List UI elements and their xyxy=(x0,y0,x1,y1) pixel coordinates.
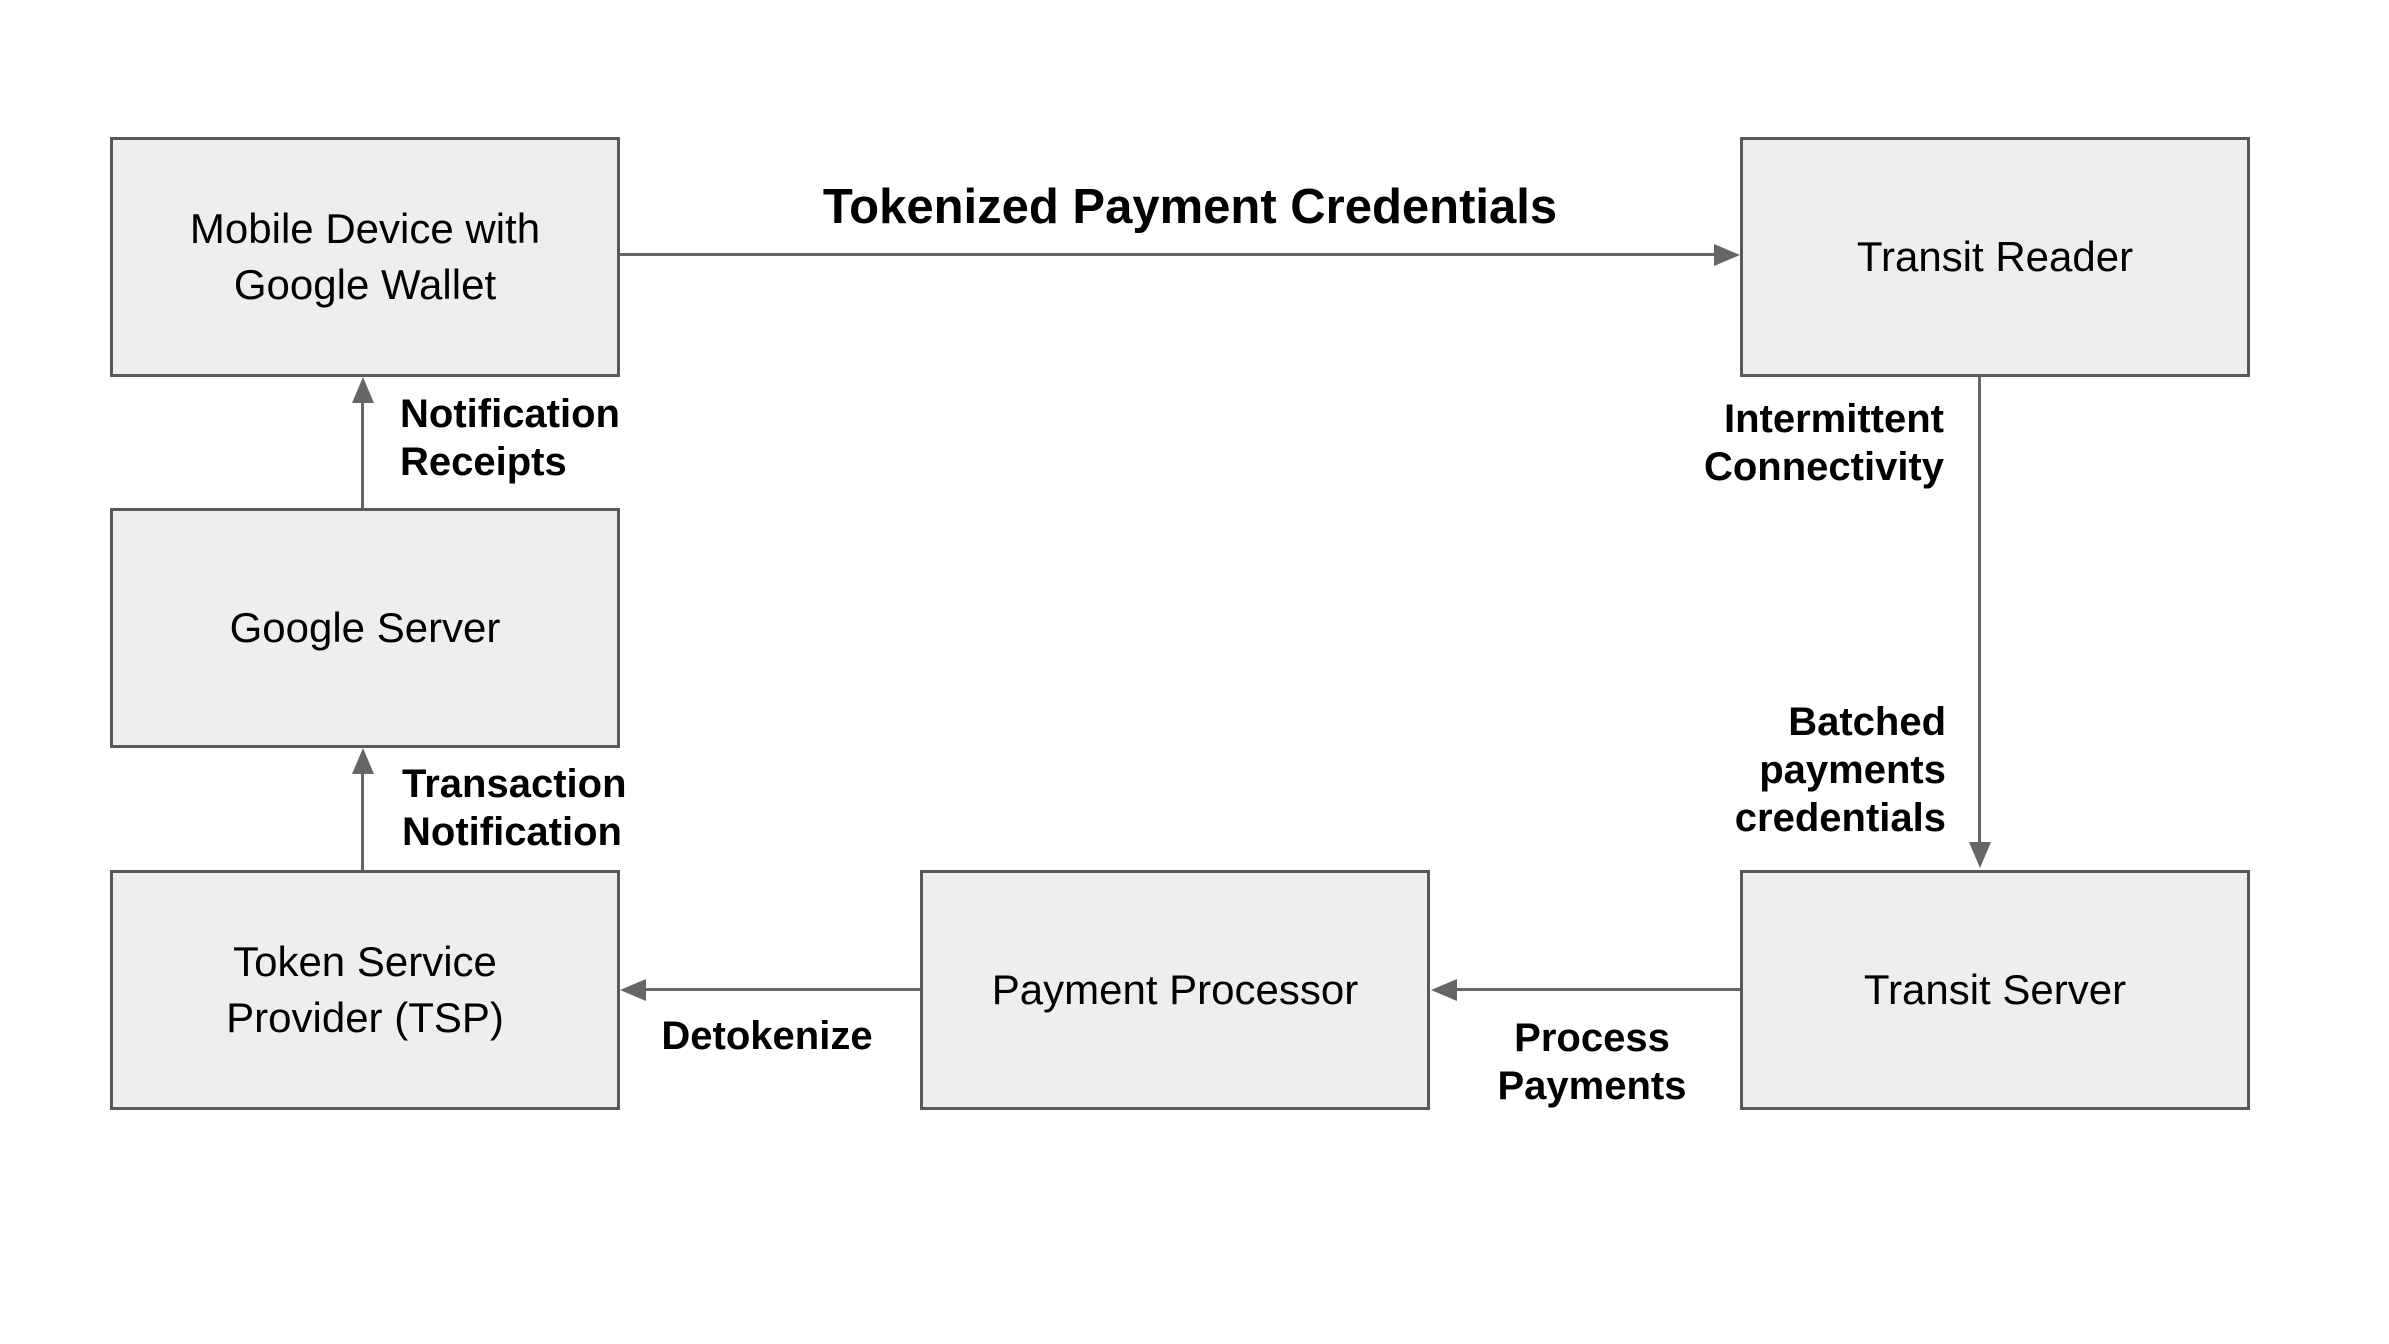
edge-label-tokenized-line1: Tokenized Payment Credentials xyxy=(822,180,1558,234)
arrow-mobile-to-reader-head-icon xyxy=(1714,244,1740,266)
edge-label-transaction-notification-line2: Notification xyxy=(402,810,622,854)
edge-label-process-payments: Process Payments xyxy=(1442,1014,1742,1110)
node-transit-server: Transit Server xyxy=(1740,870,2250,1110)
edge-label-transaction-notification-line1: Transaction xyxy=(402,762,627,806)
node-mobile-device-label-line1: Mobile Device with xyxy=(189,205,541,252)
node-mobile-device-label-line2: Google Wallet xyxy=(233,261,497,308)
edge-label-intermittent-line2: Connectivity xyxy=(1703,445,1944,489)
edge-label-notification-receipts: Notification Receipts xyxy=(400,390,620,486)
node-mobile-device: Mobile Device with Google Wallet xyxy=(110,137,620,377)
node-transit-reader: Transit Reader xyxy=(1740,137,2250,377)
edge-label-notification-receipts-line2: Receipts xyxy=(400,440,567,484)
edge-label-batched-line2: payments xyxy=(1759,748,1946,792)
edge-label-intermittent-line1: Intermittent xyxy=(1724,397,1944,441)
arrow-server-to-processor-head-icon xyxy=(1431,979,1457,1001)
arrow-processor-to-tsp-shaft xyxy=(644,988,920,991)
node-transit-reader-label: Transit Reader xyxy=(1856,233,2134,280)
node-google-server: Google Server xyxy=(110,508,620,748)
node-payment-processor-label: Payment Processor xyxy=(991,966,1359,1013)
edge-label-detokenize-line1: Detokenize xyxy=(661,1014,873,1058)
node-tsp-label-line2: Provider (TSP) xyxy=(226,994,504,1041)
arrow-reader-to-server-shaft xyxy=(1978,377,1981,844)
arrow-google-to-mobile-shaft xyxy=(361,401,364,508)
arrow-google-to-mobile-head-icon xyxy=(352,377,374,403)
edge-label-batched-line3: credentials xyxy=(1734,796,1946,840)
edge-label-intermittent-connectivity: Intermittent Connectivity xyxy=(1644,395,1944,491)
edge-label-batched-payments-credentials: Batched payments credentials xyxy=(1646,698,1946,842)
arrow-reader-to-server-head-icon xyxy=(1969,842,1991,868)
arrow-server-to-processor-shaft xyxy=(1455,988,1740,991)
arrow-mobile-to-reader-shaft xyxy=(620,253,1716,256)
edge-label-transaction-notification: Transaction Notification xyxy=(402,760,627,856)
edge-label-detokenize: Detokenize xyxy=(617,1012,917,1060)
node-google-server-label: Google Server xyxy=(229,604,501,651)
node-token-service-provider: Token Service Provider (TSP) xyxy=(110,870,620,1110)
edge-label-tokenized-payment-credentials: Tokenized Payment Credentials xyxy=(820,178,1560,236)
edge-label-process-payments-line2: Payments xyxy=(1497,1064,1687,1108)
edge-label-batched-line1: Batched xyxy=(1788,700,1946,744)
arrow-tsp-to-google-shaft xyxy=(361,772,364,870)
arrow-tsp-to-google-head-icon xyxy=(352,748,374,774)
edge-label-notification-receipts-line1: Notification xyxy=(400,392,620,436)
arrow-processor-to-tsp-head-icon xyxy=(620,979,646,1001)
node-transit-server-label: Transit Server xyxy=(1863,966,2127,1013)
node-payment-processor: Payment Processor xyxy=(920,870,1430,1110)
edge-label-process-payments-line1: Process xyxy=(1514,1016,1670,1060)
node-tsp-label-line1: Token Service xyxy=(233,938,497,985)
